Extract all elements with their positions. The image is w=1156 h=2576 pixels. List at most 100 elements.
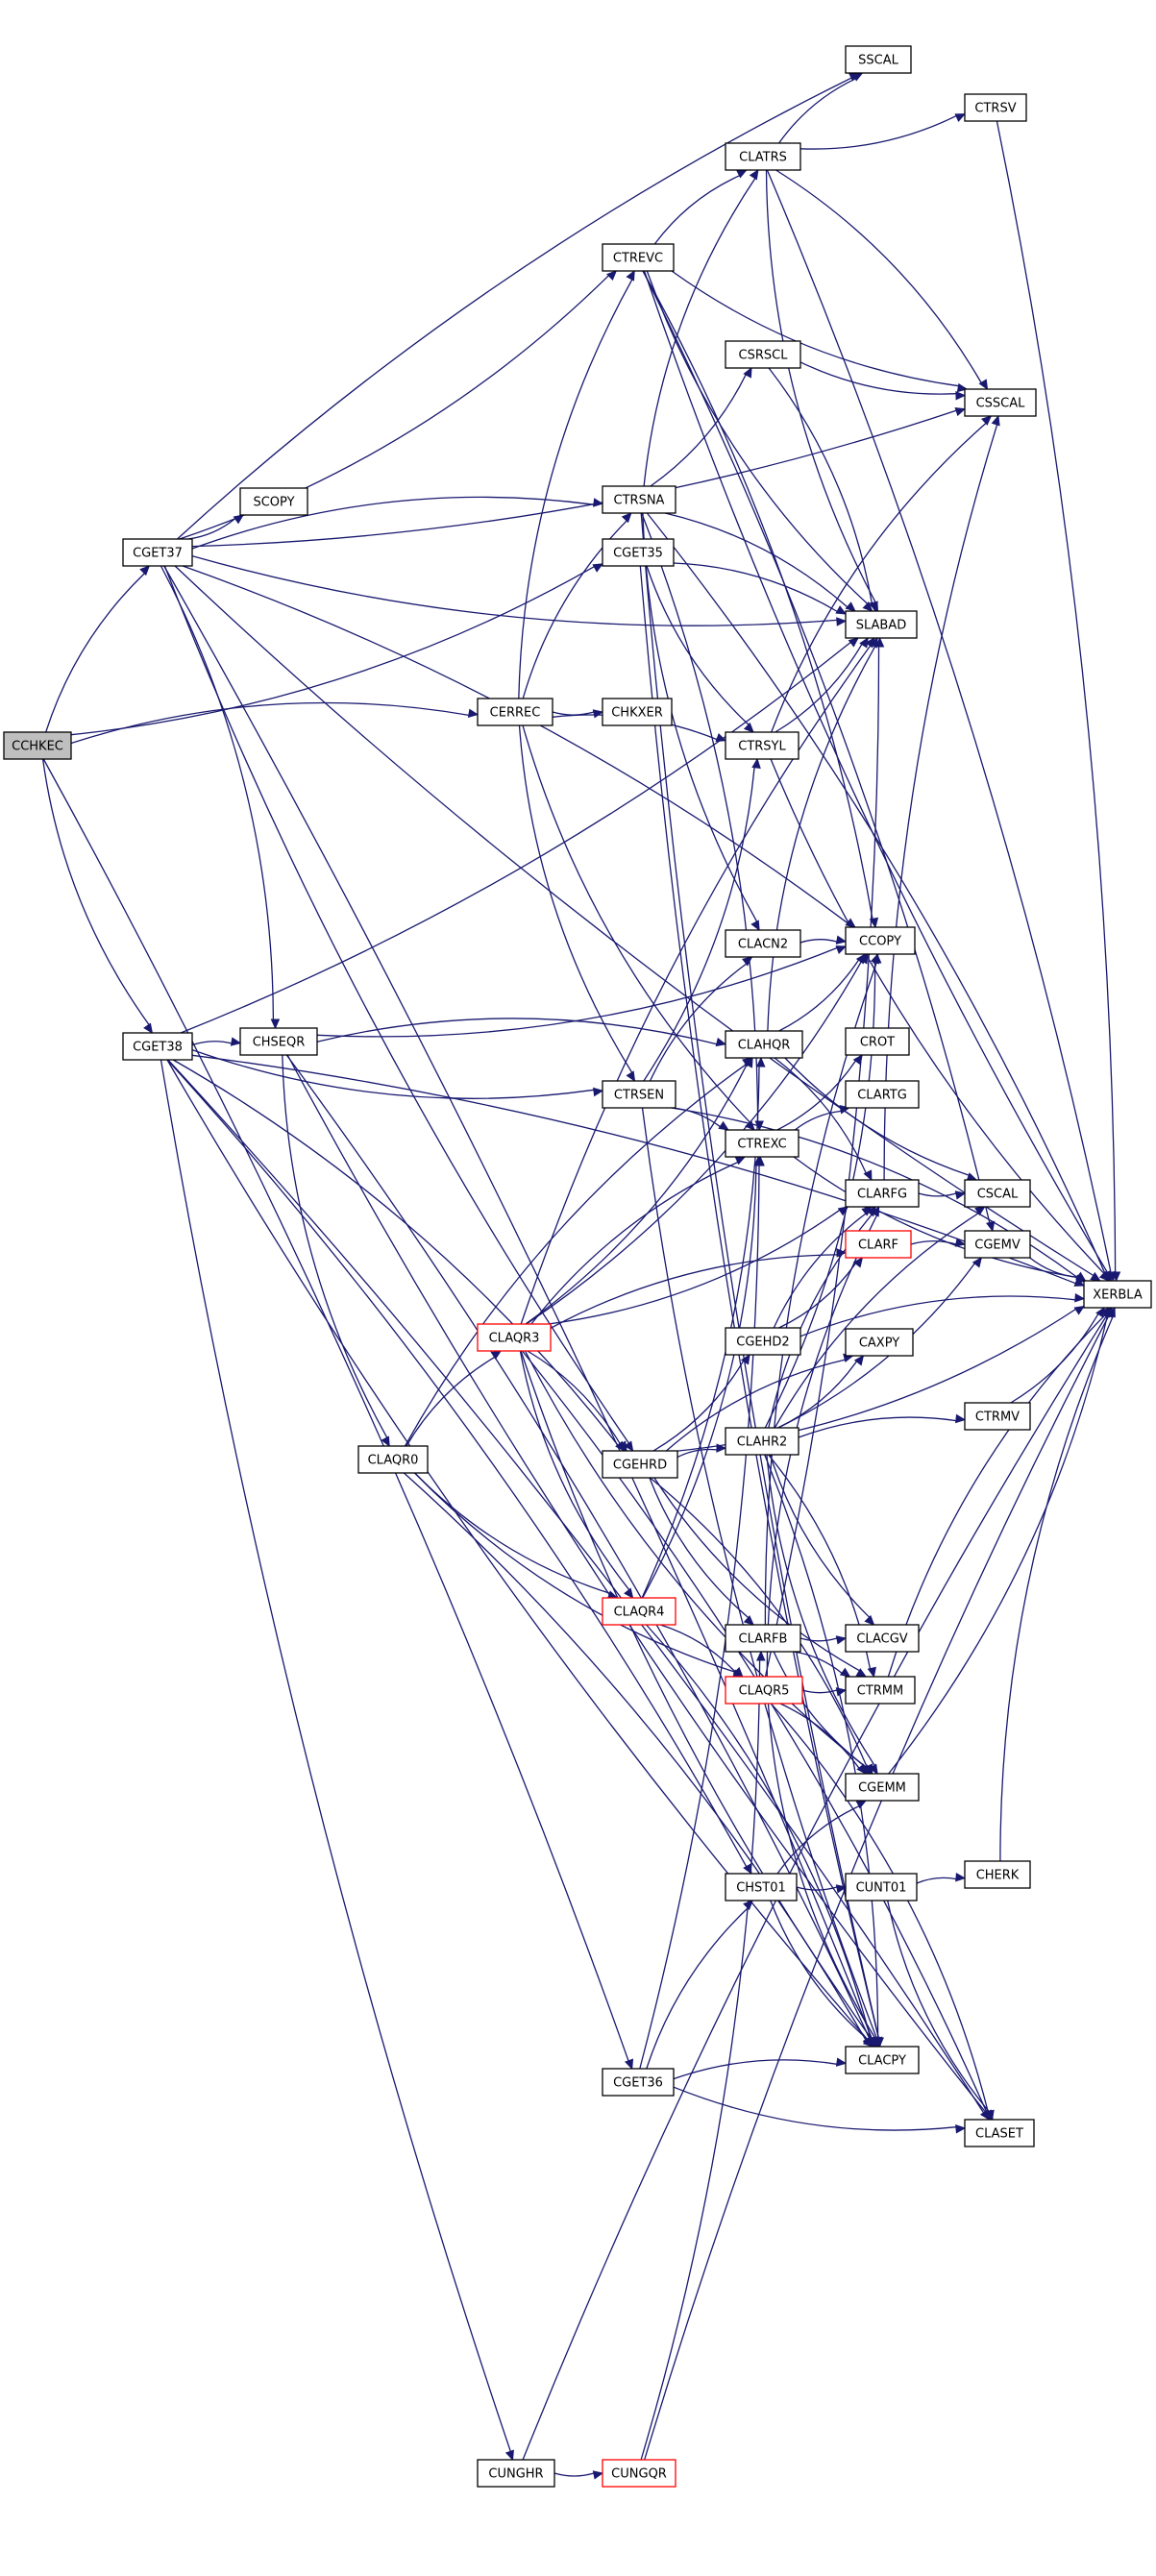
node-chkxer[interactable]: CHKXER (602, 698, 673, 726)
node-box[interactable] (845, 45, 912, 74)
node-box[interactable] (602, 1450, 678, 1479)
node-box[interactable] (725, 142, 801, 171)
node-sscal[interactable]: SSCAL (845, 45, 912, 74)
node-claqr0[interactable]: CLAQR0 (357, 1445, 429, 1474)
node-cgemv[interactable]: CGEMV (964, 1230, 1031, 1259)
node-box[interactable] (845, 610, 918, 639)
node-cunt01[interactable]: CUNT01 (845, 1873, 918, 1901)
node-box[interactable] (725, 1676, 803, 1705)
node-box[interactable] (964, 1179, 1031, 1208)
node-ccopy[interactable]: CCOPY (845, 926, 916, 955)
node-box[interactable] (725, 731, 799, 760)
node-box[interactable] (477, 698, 553, 726)
node-box[interactable] (602, 698, 673, 726)
node-clahr2[interactable]: CLAHR2 (725, 1427, 799, 1456)
node-box[interactable] (602, 1597, 676, 1626)
node-box[interactable] (845, 1230, 912, 1259)
node-cungqr[interactable]: CUNGQR (602, 2459, 676, 2488)
node-box[interactable] (845, 1624, 920, 1653)
node-chseqr[interactable]: CHSEQR (239, 1027, 318, 1056)
node-clartg[interactable]: CLARTG (845, 1080, 920, 1109)
node-clarf[interactable]: CLARF (845, 1230, 912, 1259)
node-crot[interactable]: CROT (845, 1027, 910, 1056)
node-ctrmm[interactable]: CTRMM (845, 1676, 916, 1705)
node-clahqr[interactable]: CLAHQR (725, 1030, 803, 1059)
node-box[interactable] (239, 487, 308, 516)
node-box[interactable] (964, 1402, 1031, 1431)
node-box[interactable] (122, 538, 193, 567)
node-ctrsna[interactable]: CTRSNA (602, 485, 676, 514)
node-box[interactable] (845, 1179, 920, 1208)
node-cgemm[interactable]: CGEMM (845, 1773, 920, 1802)
node-box[interactable] (725, 1873, 798, 1901)
node-scopy[interactable]: SCOPY (239, 487, 308, 516)
node-cherk[interactable]: CHERK (964, 1860, 1031, 1889)
node-claqr3[interactable]: CLAQR3 (477, 1323, 552, 1352)
node-ctrsyl[interactable]: CTRSYL (725, 731, 799, 760)
node-box[interactable] (477, 1323, 552, 1352)
node-box[interactable] (477, 2459, 555, 2488)
node-box[interactable] (845, 1328, 914, 1357)
node-clatrs[interactable]: CLATRS (725, 142, 801, 171)
node-clacpy[interactable]: CLACPY (845, 2046, 920, 2074)
node-box[interactable] (845, 1676, 916, 1705)
node-cscal[interactable]: CSCAL (964, 1179, 1031, 1208)
node-claqr4[interactable]: CLAQR4 (602, 1597, 676, 1626)
node-clacgv[interactable]: CLACGV (845, 1624, 920, 1653)
node-clarfg[interactable]: CLARFG (845, 1179, 920, 1208)
node-csrscl[interactable]: CSRSCL (725, 340, 801, 369)
node-box[interactable] (845, 926, 916, 955)
node-box[interactable] (602, 1080, 676, 1109)
node-ctrevc[interactable]: CTREVC (602, 243, 675, 272)
node-box[interactable] (122, 1032, 193, 1061)
node-cunghr[interactable]: CUNGHR (477, 2459, 555, 2488)
node-cgehd2[interactable]: CGEHD2 (725, 1327, 801, 1356)
node-claset[interactable]: CLASET (964, 2119, 1035, 2147)
node-clacn2[interactable]: CLACN2 (725, 929, 801, 958)
node-box[interactable] (964, 1860, 1031, 1889)
node-box[interactable] (602, 243, 675, 272)
node-ctrexc[interactable]: CTREXC (725, 1129, 799, 1158)
node-cget36[interactable]: CGET36 (602, 2068, 675, 2097)
node-box[interactable] (845, 2046, 920, 2074)
node-ctrmv[interactable]: CTRMV (964, 1402, 1031, 1431)
node-box[interactable] (845, 1027, 910, 1056)
node-caxpy[interactable]: CAXPY (845, 1328, 914, 1357)
node-box[interactable] (964, 93, 1027, 122)
node-cget37[interactable]: CGET37 (122, 538, 193, 567)
node-box[interactable] (602, 2068, 675, 2097)
node-ctrsen[interactable]: CTRSEN (602, 1080, 676, 1109)
node-box[interactable] (357, 1445, 429, 1474)
node-xerbla[interactable]: XERBLA (1083, 1280, 1152, 1309)
node-box[interactable] (964, 2119, 1035, 2147)
node-box[interactable] (602, 538, 675, 567)
node-box[interactable] (845, 1873, 918, 1901)
node-clarfb[interactable]: CLARFB (725, 1624, 801, 1653)
node-box[interactable] (725, 929, 801, 958)
node-box[interactable] (725, 340, 801, 369)
node-box[interactable] (725, 1427, 799, 1456)
node-box[interactable] (602, 485, 676, 514)
node-box[interactable] (725, 1327, 801, 1356)
node-box[interactable] (725, 1129, 799, 1158)
node-claqr5[interactable]: CLAQR5 (725, 1676, 803, 1705)
node-cgehrd[interactable]: CGEHRD (602, 1450, 678, 1479)
node-box[interactable] (725, 1624, 801, 1653)
node-box[interactable] (964, 1230, 1031, 1259)
node-cerrec[interactable]: CERREC (477, 698, 553, 726)
node-box[interactable] (3, 731, 72, 760)
node-cget35[interactable]: CGET35 (602, 538, 675, 567)
node-box[interactable] (964, 388, 1037, 417)
node-slabad[interactable]: SLABAD (845, 610, 918, 639)
node-box[interactable] (845, 1773, 920, 1802)
node-box[interactable] (1083, 1280, 1152, 1309)
node-cchkec[interactable]: CCHKEC (3, 731, 72, 760)
node-csscal[interactable]: CSSCAL (964, 388, 1037, 417)
node-box[interactable] (239, 1027, 318, 1056)
node-chst01[interactable]: CHST01 (725, 1873, 798, 1901)
node-box[interactable] (725, 1030, 803, 1059)
node-ctrsv[interactable]: CTRSV (964, 93, 1027, 122)
node-cget38[interactable]: CGET38 (122, 1032, 193, 1061)
node-box[interactable] (845, 1080, 920, 1109)
node-box[interactable] (602, 2459, 676, 2488)
